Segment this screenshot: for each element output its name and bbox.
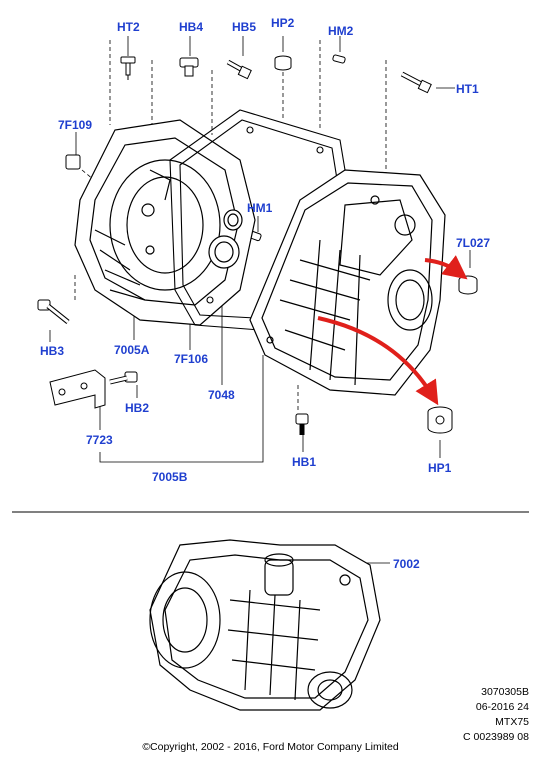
bolt-hb3-icon xyxy=(37,299,70,324)
red-arrows xyxy=(317,255,468,406)
diagram-model: MTX75 xyxy=(495,716,529,728)
callout-7048[interactable]: 7048 xyxy=(208,388,235,402)
callout-hb5[interactable]: HB5 xyxy=(232,20,257,34)
bell-housing-7005a xyxy=(74,119,256,326)
callout-7005b[interactable]: 7005B xyxy=(152,470,188,484)
pin-hm2-icon xyxy=(332,54,346,64)
callout-7002[interactable]: 7002 xyxy=(393,557,420,571)
plug-hp1-icon xyxy=(427,406,453,434)
callout-hp2[interactable]: HP2 xyxy=(271,16,295,30)
callout-hb3[interactable]: HB3 xyxy=(40,344,65,358)
callout-7005a[interactable]: 7005A xyxy=(114,343,150,357)
bracket-7723-icon xyxy=(49,369,106,409)
diagram-code: C 0023989 08 xyxy=(463,731,529,743)
callout-hm1[interactable]: HM1 xyxy=(247,201,273,215)
arrow-hp1 xyxy=(317,316,439,406)
bolt-hb5-icon xyxy=(226,59,252,80)
bolt-ht1-icon xyxy=(400,71,432,94)
callout-hb1[interactable]: HB1 xyxy=(292,455,317,469)
callout-hm2[interactable]: HM2 xyxy=(328,24,354,38)
diagram-reference: 3070305B xyxy=(481,686,529,698)
plug-7l027-icon xyxy=(458,275,478,295)
callout-7723[interactable]: 7723 xyxy=(86,433,113,447)
callout-ht1[interactable]: HT1 xyxy=(456,82,479,96)
seal-7048-b xyxy=(223,209,243,231)
copyright-notice: ©Copyright, 2002 - 2016, Ford Motor Comp… xyxy=(142,741,399,753)
callout-hp1[interactable]: HP1 xyxy=(428,461,452,475)
fasteners xyxy=(37,54,478,435)
callout-7f106[interactable]: 7F106 xyxy=(174,352,209,366)
seal-7048 xyxy=(208,235,240,269)
leader-7005b xyxy=(99,355,264,463)
bolt-hb4-icon xyxy=(179,57,199,77)
arrow-7l027 xyxy=(424,255,468,280)
transmission-assembly-7002 xyxy=(149,539,381,711)
callout-7l027[interactable]: 7L027 xyxy=(456,236,491,250)
dowel-7f109-icon xyxy=(65,154,81,170)
diagram-date: 06-2016 24 xyxy=(475,701,529,713)
bolt-hb2-icon xyxy=(109,371,138,385)
bolt-hb1-icon xyxy=(295,413,309,435)
callout-hb2[interactable]: HB2 xyxy=(125,401,150,415)
callout-ht2[interactable]: HT2 xyxy=(117,20,140,34)
plug-hp2-icon xyxy=(274,55,292,71)
callout-7f109[interactable]: 7F109 xyxy=(58,118,93,132)
bolt-ht2-icon xyxy=(120,56,136,80)
transmission-case-7005b xyxy=(249,169,446,396)
callout-hb4[interactable]: HB4 xyxy=(179,20,204,34)
